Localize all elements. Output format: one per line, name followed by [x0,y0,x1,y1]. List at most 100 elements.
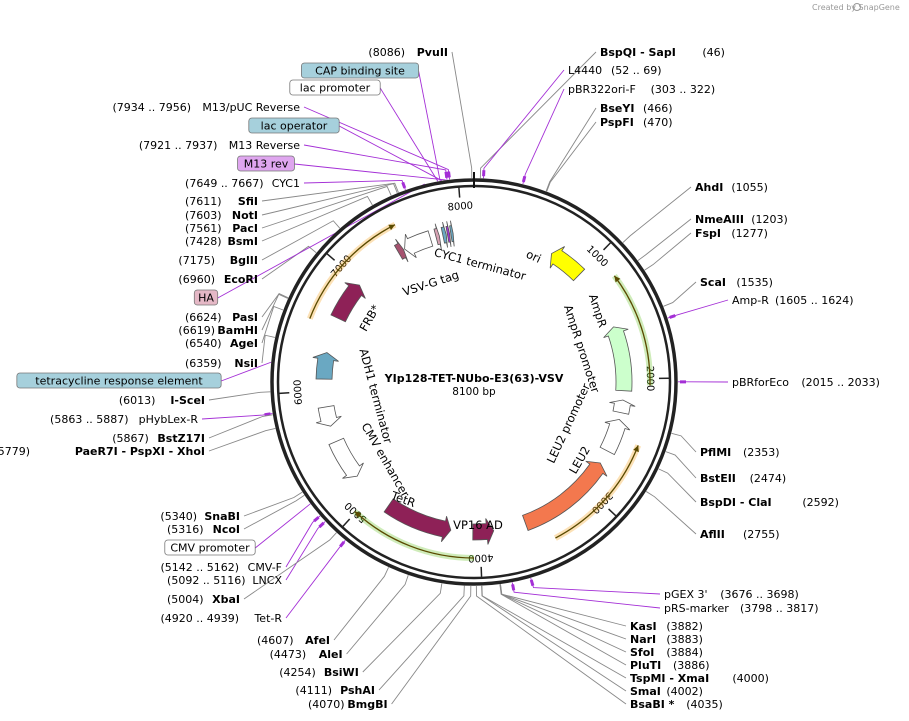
svg-text:(8086): (8086) [368,46,405,59]
svg-text:pGEX 3': pGEX 3' [664,588,708,601]
feature-tetr[interactable] [383,498,452,542]
site-label-prs-marker[interactable]: pRS-marker(3798 .. 3817) [664,602,819,615]
site-label-nmeaiii[interactable]: NmeAIII(1203) [695,213,788,226]
site-label-bsteii[interactable]: BstEII(2474) [700,472,786,485]
feature-tre2[interactable] [449,220,455,247]
svg-text:(4070): (4070) [308,698,345,711]
feature-ori[interactable] [549,246,586,282]
site-label-pvuii[interactable]: PvuII(8086) [368,46,448,59]
svg-text:BstZ17I: BstZ17I [157,432,205,445]
svg-text:BmgBI: BmgBI [347,698,387,711]
leader-line [475,585,627,705]
site-label-alei[interactable]: AleI(4473) [270,648,343,661]
feature-vp16-ad[interactable] [472,518,495,545]
site-label-fspi[interactable]: FspI(1277) [695,227,768,240]
feature-ha[interactable] [433,223,442,250]
tick-5000 [342,518,351,527]
site-label-nari[interactable]: NarI(3883) [630,633,703,646]
site-label-bstz17i[interactable]: BstZ17I(5867) [112,432,205,445]
feature-cap[interactable] [445,221,452,248]
feature-leu2-promoter[interactable] [599,418,631,456]
site-label-aflii[interactable]: AflII(2755) [700,528,780,541]
svg-text:(3883): (3883) [666,633,703,646]
site-label-cmv-f[interactable]: CMV-F(5142 .. 5162) [160,561,282,574]
site-label-pspfi[interactable]: PspFI(470) [600,116,673,129]
site-label-bsabi-[interactable]: BsaBI *(4035) [630,698,723,711]
site-label-pbrforeco[interactable]: pBRforEco(2015 .. 2033) [732,376,880,389]
tick-label: 4000 [468,551,494,563]
site-label-l4440[interactable]: L4440(52 .. 69) [568,64,662,77]
site-label-pflmi[interactable]: PflMI(2353) [700,446,780,459]
boxed-label-tetracycline-response-element[interactable]: tetracycline response element [16,372,222,389]
svg-text:(4035): (4035) [686,698,723,711]
site-label-i-scei[interactable]: I-SceI(6013) [119,394,205,407]
site-label-sfoi[interactable]: SfoI(3884) [630,646,703,659]
svg-text:(4254): (4254) [279,666,316,679]
site-label-paer7i-pspxi-xhoi[interactable]: PaeR7I - PspXI - XhoI(5779) [0,445,205,458]
boxed-label-lac-operator[interactable]: lac operator [248,117,340,134]
boxed-label-ha[interactable]: HA [193,289,219,306]
site-label-kasi[interactable]: KasI(3882) [630,620,703,633]
site-label-tspmi-xmai[interactable]: TspMI - XmaI(4000) [630,672,769,685]
site-label-bsiwi[interactable]: BsiWI (4254) [279,666,359,679]
feature-frb-[interactable] [330,282,366,323]
svg-text:BsiWI: BsiWI [324,666,359,679]
site-label-bglii[interactable]: BglII(7175) [178,254,258,267]
svg-text:PaeR7I - PspXI - XhoI: PaeR7I - PspXI - XhoI [75,445,205,458]
leader-line [261,293,289,318]
site-label-bspqi-sapi[interactable]: BspQI - SapI(46) [600,46,725,59]
site-label-lncx[interactable]: LNCX(5092 .. 5116) [167,574,282,587]
site-label-agei[interactable]: AgeI(6540) [185,337,258,350]
site-label-bmgbi[interactable]: BmgBI(4070) [308,698,388,711]
site-label-sfii[interactable]: SfiI(7611) [185,195,258,208]
feature-cmv-enhancer[interactable] [328,437,364,479]
site-label-ahdi[interactable]: AhdI(1055) [695,181,768,194]
feature-lacop[interactable] [440,221,448,248]
leader-line [346,574,409,655]
feature-vsv-g-tag[interactable] [393,238,409,263]
site-label-paci[interactable]: PacI(7561) [185,222,258,235]
site-label-amp-r[interactable]: Amp-R(1605 .. 1624) [732,294,854,307]
svg-text:(1605 .. 1624): (1605 .. 1624) [775,294,854,307]
site-label-bamhi[interactable]: BamHI(6619) [178,324,258,337]
site-label-nsii[interactable]: NsiI(6359) [185,357,258,370]
feature-adh1-terminator[interactable] [316,405,342,427]
feature-ampr-promoter[interactable] [609,399,636,415]
boxed-label-lac-promoter[interactable]: lac promoter [289,79,381,96]
site-label-pgex-3-[interactable]: pGEX 3'(3676 .. 3698) [664,588,799,601]
site-label-m13-reverse[interactable]: M13 Reverse(7921 .. 7937) [139,139,300,152]
svg-text:BstEII: BstEII [700,472,736,485]
site-label-smai[interactable]: SmaI(4002) [630,685,703,698]
site-label-pluti[interactable]: PluTI(3886) [630,659,710,672]
site-label-bspdi-clai[interactable]: BspDI - ClaI(2592) [700,496,839,509]
site-label-snabi[interactable]: SnaBI(5340) [160,510,240,523]
site-label-pasi[interactable]: PasI(6624) [185,311,258,324]
boxed-label-m13-rev[interactable]: M13 rev [237,155,295,172]
boxed-label-cap-binding-site[interactable]: CAP binding site [300,62,419,79]
site-label-scai[interactable]: ScaI(1535) [700,276,773,289]
site-label-afei[interactable]: AfeI(4607) [257,634,330,647]
site-label-cyc1[interactable]: CYC1(7649 .. 7667) [185,177,300,190]
svg-text:AgeI: AgeI [230,337,258,350]
site-label-ecori[interactable]: EcoRI(6960) [178,273,258,286]
site-label-pshai[interactable]: PshAI(4111) [295,684,375,697]
snapgene-logo-icon [853,3,861,11]
feature-cyc1-terminator[interactable] [404,230,434,259]
site-label-bsmi[interactable]: BsmI(7428) [185,235,258,248]
site-label-tet-r[interactable]: Tet-R(4920 .. 4939) [160,612,282,625]
boxed-label-cmv-promoter[interactable]: CMV promoter [164,539,256,556]
feature-label: VSV-G tag [401,268,461,299]
site-label-ncoi[interactable]: NcoI(5316) [167,523,240,536]
svg-text:(2015 .. 2033): (2015 .. 2033) [801,376,880,389]
svg-text:(7934 .. 7956): (7934 .. 7956) [112,101,191,114]
feature-ampr[interactable] [603,326,633,392]
feature-tetracycline-response-element[interactable] [312,352,339,380]
site-label-phyblex-r[interactable]: pHybLex-R(5863 .. 5887) [50,413,198,426]
site-label-bseyi[interactable]: BseYI(466) [600,102,673,115]
feature-leu2[interactable] [522,460,608,531]
site-label-noti[interactable]: NotI(7603) [185,209,258,222]
site-label-xbai[interactable]: XbaI(5004) [167,593,240,606]
site-label-m13-puc-reverse[interactable]: M13/pUC Reverse(7934 .. 7956) [112,101,300,114]
site-label-pbr322ori-f[interactable]: pBR322ori-F(303 .. 322) [568,83,715,96]
svg-text:(4473): (4473) [270,648,307,661]
